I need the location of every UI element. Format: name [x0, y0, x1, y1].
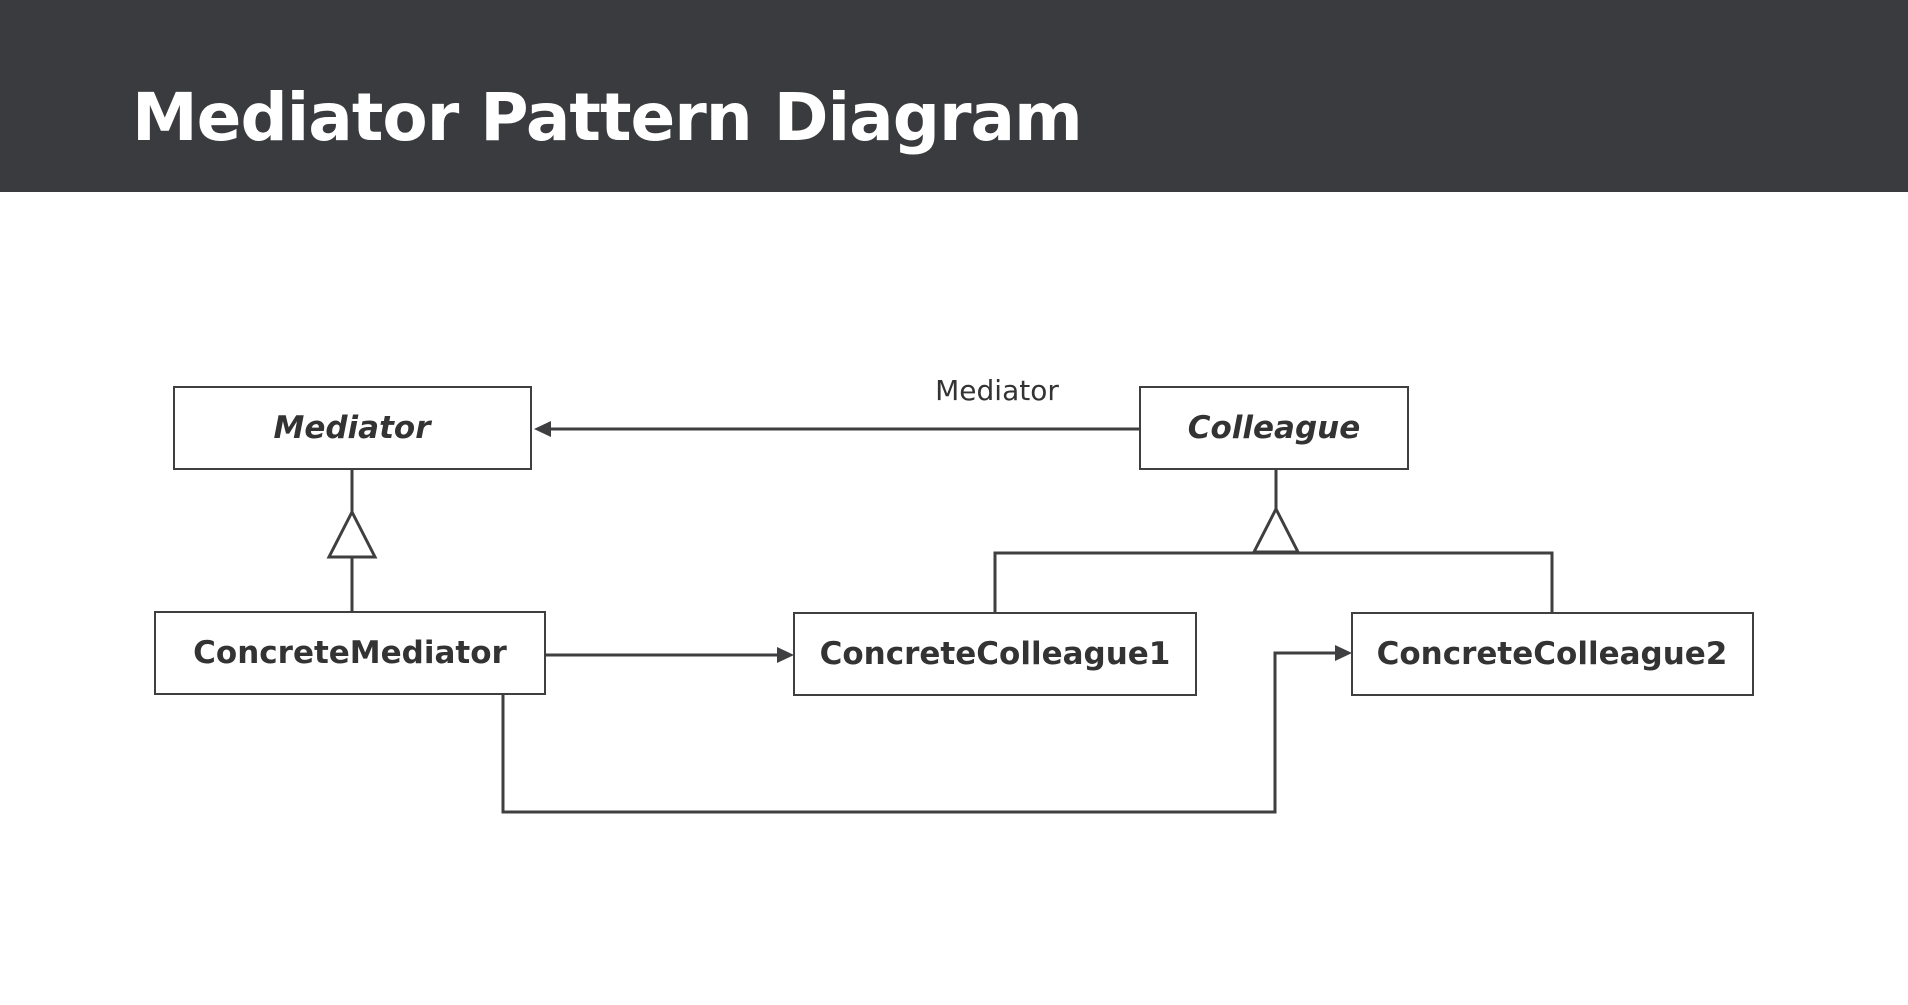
class-box-concretemediator: ConcreteMediator — [154, 611, 546, 695]
arrowhead-icon — [1335, 645, 1352, 661]
association-concretemediator-to-concretecolleague2 — [501, 645, 1352, 814]
inheritance-triangle-icon — [326, 508, 378, 559]
class-box-concretecolleague1: ConcreteColleague1 — [793, 612, 1197, 696]
class-box-mediator: Mediator — [173, 386, 532, 470]
class-label-concretecolleague1: ConcreteColleague1 — [820, 636, 1171, 672]
class-label-colleague: Colleague — [1188, 410, 1361, 446]
page-title: Mediator Pattern Diagram — [132, 79, 1083, 156]
generalization-colleagues-to-colleague — [993, 470, 1554, 612]
association-line — [501, 651, 1336, 814]
class-label-concretemediator: ConcreteMediator — [193, 635, 507, 671]
class-label-concretecolleague2: ConcreteColleague2 — [1377, 636, 1728, 672]
class-label-mediator: Mediator — [273, 410, 432, 446]
generalization-branch-line — [993, 551, 1554, 612]
association-label: Mediator — [935, 374, 1059, 407]
header-bar: Mediator Pattern Diagram — [0, 0, 1908, 192]
class-box-concretecolleague2: ConcreteColleague2 — [1351, 612, 1754, 696]
association-colleague-to-mediator: Mediator — [534, 374, 1140, 437]
arrowhead-icon — [777, 647, 794, 663]
class-box-colleague: Colleague — [1139, 386, 1409, 470]
inheritance-triangle-icon — [1251, 505, 1301, 554]
arrowhead-icon — [534, 421, 551, 437]
generalization-concretemediator-to-mediator — [326, 470, 378, 611]
association-concretemediator-to-concretecolleague1 — [546, 647, 794, 663]
